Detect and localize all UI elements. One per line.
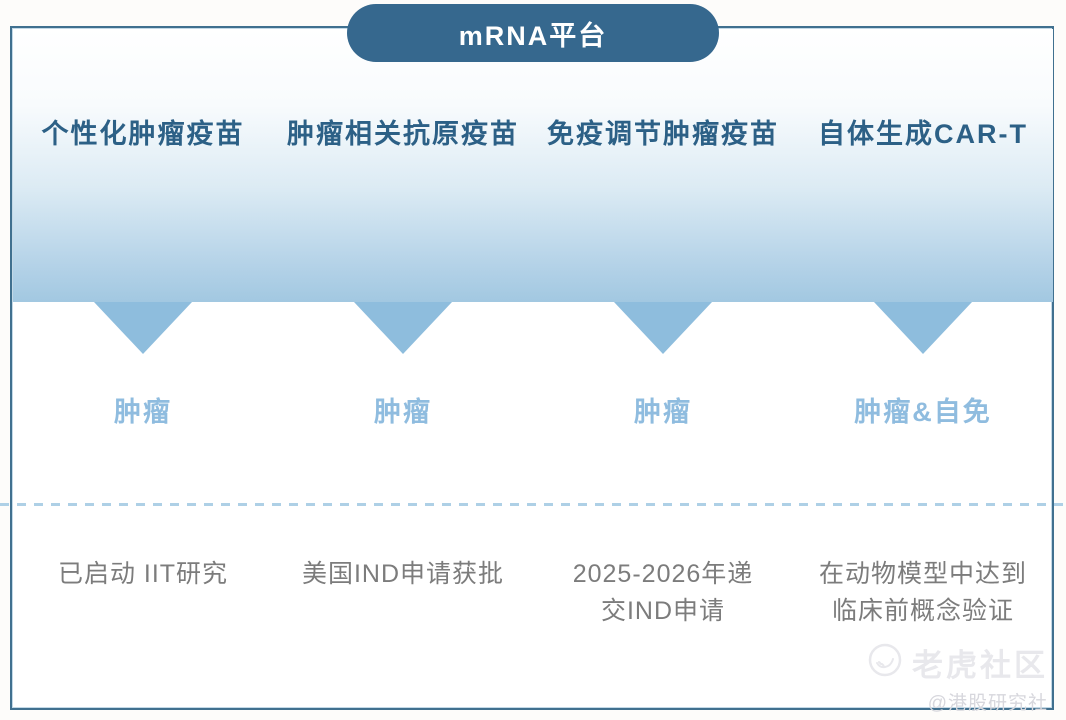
platform-title-pill: mRNA平台 [347, 4, 719, 62]
indication-label: 肿瘤 [634, 397, 692, 427]
indication-row: 肿瘤 肿瘤 肿瘤 肿瘤&自免 [13, 390, 1053, 429]
dashed-divider [0, 503, 1066, 506]
down-arrow-icon [614, 302, 712, 354]
status-text: 临床前概念验证 [831, 597, 1014, 625]
program-name-taa-vaccine: 肿瘤相关抗原疫苗 [287, 119, 519, 149]
watermark-brand: 老虎社区 [912, 648, 1048, 683]
program-header-row: 个性化肿瘤疫苗 肿瘤相关抗原疫苗 免疫调节肿瘤疫苗 自体生成CAR-T [13, 112, 1053, 151]
status-text: 2025-2026年递 [572, 560, 754, 588]
indication-label: 肿瘤&自免 [854, 397, 992, 427]
status-text: 在动物模型中达到 [818, 560, 1027, 588]
gradient-band [13, 29, 1053, 302]
program-name-personalized-vaccine: 个性化肿瘤疫苗 [41, 119, 245, 149]
status-text: 已启动 IIT研究 [57, 560, 229, 588]
platform-title: mRNA平台 [458, 20, 608, 51]
program-name-in-vivo-cart: 自体生成CAR-T [818, 119, 1028, 149]
tiger-logo-icon [868, 643, 902, 682]
watermark-handle: @港股研究社 [927, 693, 1048, 714]
watermark: 老虎社区 @港股研究社 [868, 640, 1048, 715]
program-name-immunomodulatory-vaccine: 免疫调节肿瘤疫苗 [547, 119, 779, 149]
indication-label: 肿瘤 [114, 397, 172, 427]
down-arrow-icon [354, 302, 452, 354]
status-text: 交IND申请 [600, 597, 726, 625]
pointer-row [13, 302, 1053, 354]
indication-label: 肿瘤 [374, 397, 432, 427]
down-arrow-icon [94, 302, 192, 354]
down-arrow-icon [874, 302, 972, 354]
status-text: 美国IND申请获批 [301, 560, 505, 588]
status-row: 已启动 IIT研究 美国IND申请获批 2025-2026年递 交IND申请 在… [13, 556, 1053, 630]
